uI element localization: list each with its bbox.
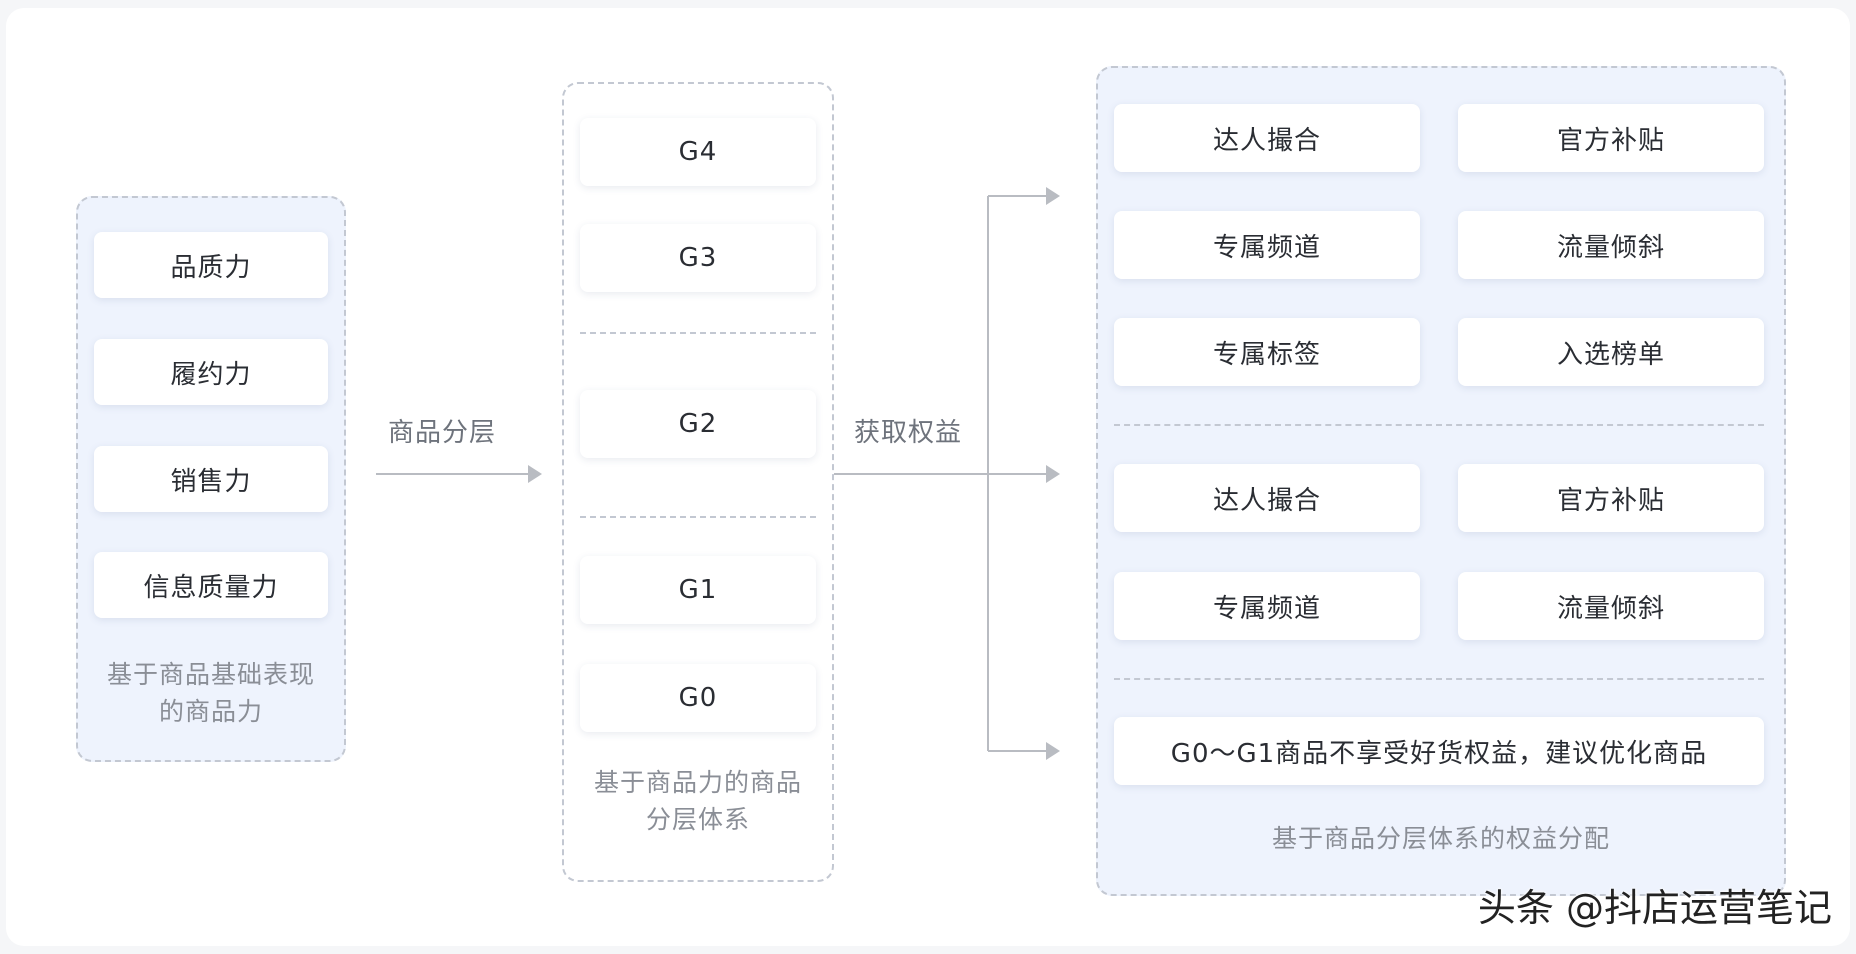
watermark-text: 头条 @抖店运营笔记	[1477, 886, 1832, 930]
rights-card-traffic-boost: 流量倾斜	[1458, 211, 1764, 279]
arrowhead-rights-middle	[1046, 465, 1060, 483]
arrow-label-rights: 获取权益	[854, 418, 963, 448]
product-strength-caption-line2: 的商品力	[158, 697, 263, 726]
tier-system-caption-line1: 基于商品力的商品	[593, 768, 802, 797]
tier-divider-1	[580, 332, 816, 334]
rights-allocation-caption: 基于商品分层体系的权益分配	[1271, 824, 1610, 853]
info-quality-strength-card: 信息质量力	[94, 552, 328, 618]
diagram-canvas: 品质力 履约力 销售力 信息质量力 基于商品基础表现 的商品力 商品分层 G4 …	[6, 8, 1850, 946]
rights-card-influencer-matching-2: 达人撮合	[1114, 464, 1420, 532]
rights-card-ranking-list: 入选榜单	[1458, 318, 1764, 386]
arrow-label-layering: 商品分层	[388, 418, 497, 448]
fulfillment-strength-card: 履约力	[94, 339, 328, 405]
tier-g3-card: G3	[580, 224, 816, 292]
tier-g1-card: G1	[580, 556, 816, 624]
sales-strength-card: 销售力	[94, 446, 328, 512]
rights-card-official-subsidy: 官方补贴	[1458, 104, 1764, 172]
tier-g0-card: G0	[580, 664, 816, 732]
rights-card-exclusive-tag: 专属标签	[1114, 318, 1420, 386]
product-strength-caption: 基于商品基础表现 的商品力	[76, 656, 346, 730]
tier-divider-2	[580, 516, 816, 518]
rights-card-official-subsidy-2: 官方补贴	[1458, 464, 1764, 532]
arrowhead-layering	[528, 465, 542, 483]
rights-card-exclusive-channel: 专属频道	[1114, 211, 1420, 279]
rights-card-influencer-matching: 达人撮合	[1114, 104, 1420, 172]
quality-strength-card: 品质力	[94, 232, 328, 298]
rights-card-exclusive-channel-2: 专属频道	[1114, 572, 1420, 640]
rights-divider-1	[1114, 424, 1764, 426]
tier-system-caption: 基于商品力的商品 分层体系	[562, 764, 834, 838]
rights-divider-2	[1114, 678, 1764, 680]
rights-card-traffic-boost-2: 流量倾斜	[1458, 572, 1764, 640]
tier-g2-card: G2	[580, 390, 816, 458]
product-strength-caption-line1: 基于商品基础表现	[106, 660, 315, 689]
arrowhead-rights-top	[1046, 187, 1060, 205]
connector-arrows	[376, 187, 1060, 760]
tier-system-group	[562, 82, 834, 882]
arrowhead-rights-bottom	[1046, 742, 1060, 760]
tier-system-caption-line2: 分层体系	[645, 805, 750, 834]
rights-card-no-benefit-notice: G0～G1商品不享受好货权益，建议优化商品	[1114, 717, 1764, 785]
tier-g4-card: G4	[580, 118, 816, 186]
